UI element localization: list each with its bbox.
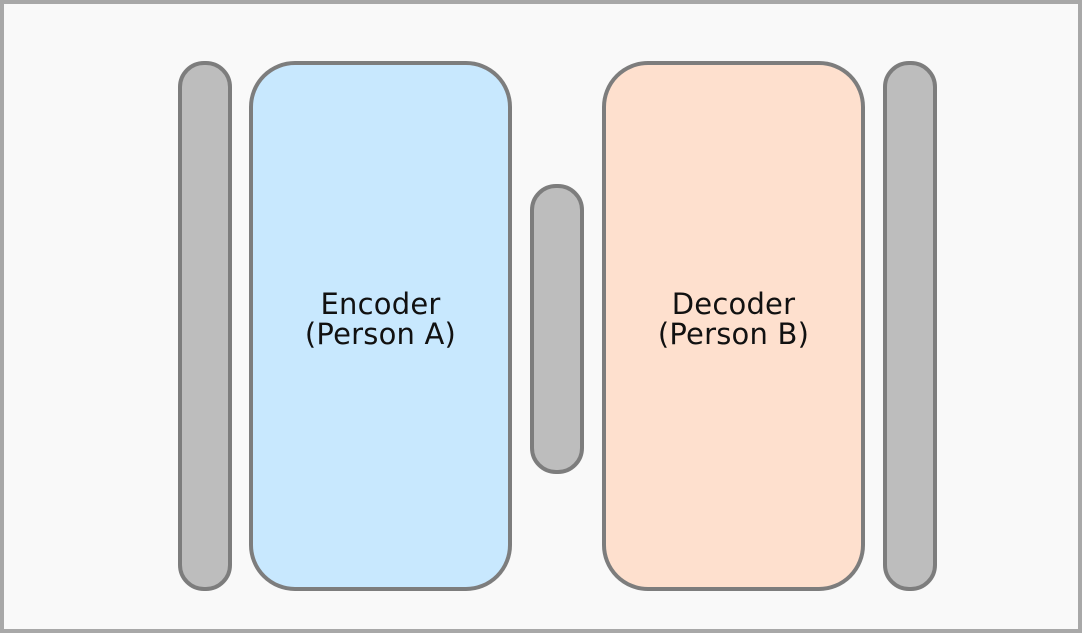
- latent-bar: [530, 184, 584, 474]
- input-bar: [178, 61, 232, 591]
- decoder-subtitle: (Person B): [657, 317, 810, 351]
- encoder-block: Encoder (Person A): [249, 61, 512, 591]
- output-bar: [883, 61, 937, 591]
- encoder-title: Encoder: [320, 287, 441, 321]
- decoder-block: Decoder (Person B): [602, 61, 865, 591]
- encoder-subtitle: (Person A): [304, 317, 457, 351]
- decoder-title: Decoder: [671, 287, 796, 321]
